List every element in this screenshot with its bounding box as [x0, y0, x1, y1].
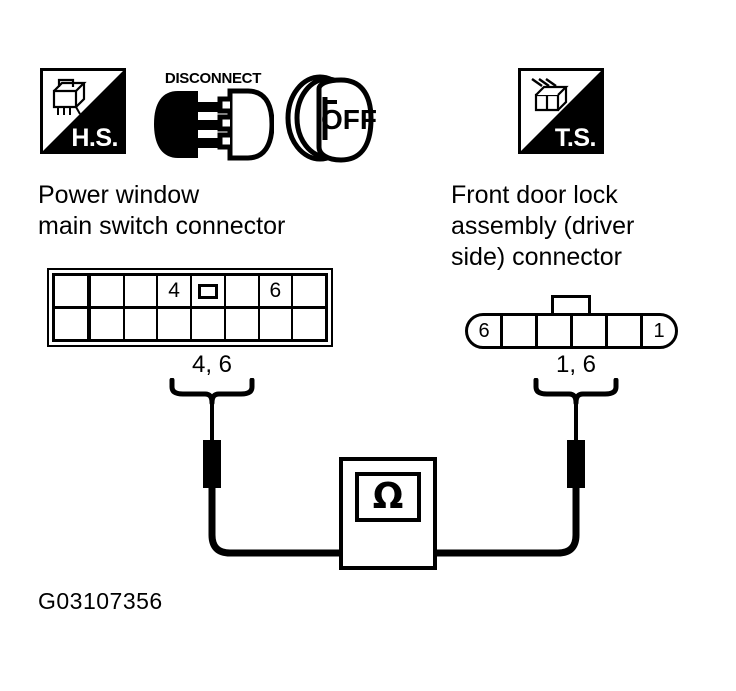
- door-lock-caption: Front door lock assembly (driver side) c…: [451, 181, 635, 271]
- power-window-main-switch-connector: 4 6: [47, 268, 333, 347]
- ignition-off-label: OFF: [321, 104, 377, 135]
- connector-row-top: 4 6: [55, 276, 325, 309]
- disconnect-icon: DISCONNECT: [152, 70, 274, 162]
- left-pin-callout-label: 4, 6: [191, 351, 233, 378]
- terminal-side-badge-label: T.S.: [554, 124, 597, 152]
- connector-cell: [226, 309, 260, 339]
- connector-cell: [503, 316, 538, 346]
- connector-cell: [125, 309, 159, 339]
- diagonal-split-shape: [43, 71, 123, 151]
- connector-cell: [192, 309, 226, 339]
- connector-cell: [226, 276, 260, 306]
- right-pin-callout: 1, 6: [521, 352, 631, 406]
- pin-bar-shape: [198, 283, 218, 299]
- front-door-lock-assembly-connector: 6 1: [465, 313, 678, 349]
- right-probe-body: [567, 440, 585, 488]
- connector-cell: [158, 309, 192, 339]
- right-pin-callout-label: 1, 6: [555, 351, 597, 378]
- connector-cell: [293, 276, 325, 306]
- brace-shape: [169, 378, 255, 406]
- connector-icon: [52, 78, 87, 115]
- connector-cell-pin-4: 4: [158, 276, 192, 306]
- ohm-symbol: Ω: [372, 476, 404, 517]
- ignition-off-icon: OFF: [283, 72, 383, 165]
- disconnect-plug-shape: [154, 88, 274, 161]
- harness-side-badge: H.S.: [40, 68, 126, 154]
- figure-code: G03107356: [38, 588, 163, 614]
- connector-row-bottom: [55, 309, 325, 339]
- connector-cell: [608, 316, 643, 346]
- connector-cell-pin-bar: [192, 276, 226, 306]
- connector-cell: [260, 309, 294, 339]
- diagonal-split-shape: [521, 71, 601, 151]
- terminal-side-badge: T.S.: [518, 68, 604, 154]
- right-lead-wire: [414, 484, 580, 557]
- connector-cell: [125, 276, 159, 306]
- power-window-caption: Power window main switch connector: [38, 181, 286, 240]
- ohmmeter-display: Ω: [355, 472, 421, 522]
- connector-cell-pin-6: 6: [260, 276, 294, 306]
- disconnect-label: DISCONNECT: [164, 70, 262, 87]
- ohmmeter: Ω: [339, 457, 437, 570]
- connector-cell: [91, 276, 125, 306]
- brace-shape: [533, 378, 619, 406]
- connector-latch-tab: [551, 295, 591, 315]
- left-probe-body: [203, 440, 221, 488]
- ignition-key-shape: OFF: [285, 74, 377, 163]
- connector-icon: [531, 78, 569, 112]
- left-pin-callout: 4, 6: [157, 352, 267, 406]
- connector-cell: [293, 309, 325, 339]
- connector-cell: [573, 316, 608, 346]
- left-lead-wire: [208, 484, 363, 557]
- connector-cell-pin-6: 6: [468, 316, 503, 346]
- connector-cell: [55, 309, 91, 339]
- connector-cell-pin-1: 1: [653, 319, 665, 342]
- connector-cell: [538, 316, 573, 346]
- connector-cell: [91, 309, 125, 339]
- harness-side-badge-label: H.S.: [71, 124, 118, 152]
- connector-cell: [55, 276, 91, 306]
